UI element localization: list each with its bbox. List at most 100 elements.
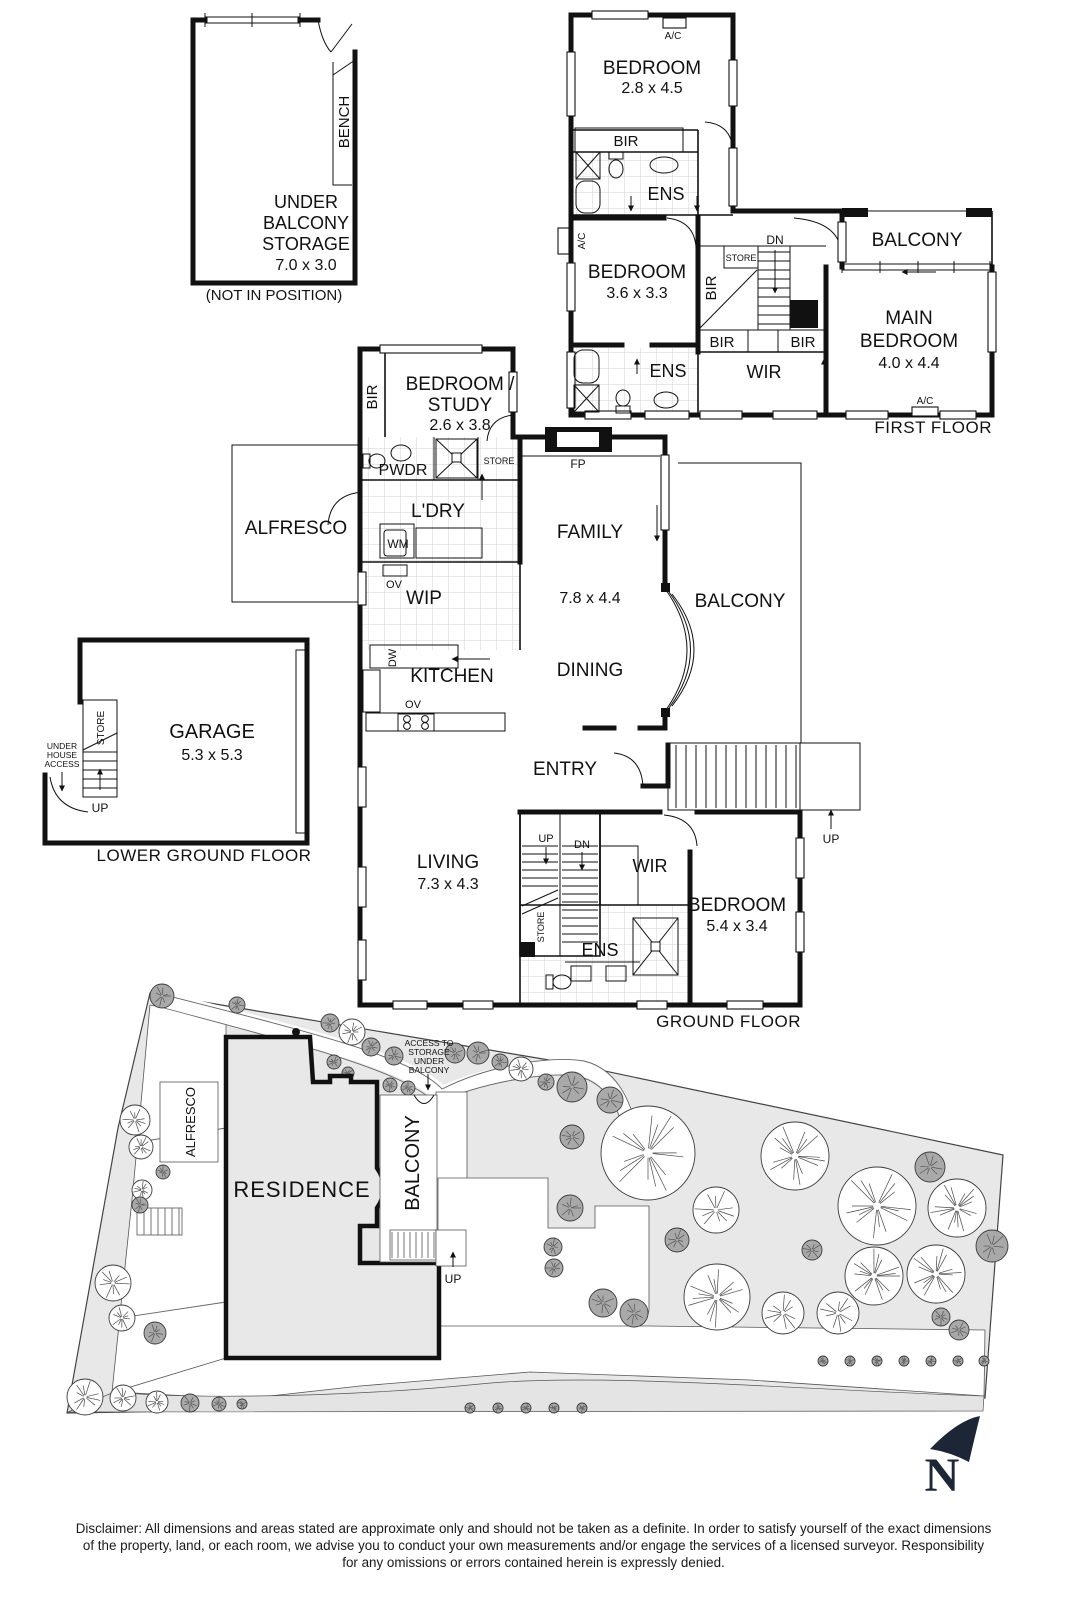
tree-icon	[683, 1263, 751, 1331]
label-main-2: BEDROOM	[860, 331, 958, 352]
gar-uha-1: HOUSE	[47, 750, 78, 760]
gf-store-stairs: STORE	[536, 912, 546, 943]
gf-balcony: BALCONY	[695, 591, 786, 612]
storage-dims: 7.0 x 3.0	[275, 257, 336, 274]
ens-fixtures	[545, 917, 679, 990]
site-access-0: ACCESS TO	[405, 1038, 454, 1048]
study-door-arc	[486, 414, 514, 442]
gf-study-1: BEDROOM /	[406, 374, 515, 395]
shrub-icon	[817, 1355, 829, 1367]
site-access-3: BALCONY	[409, 1065, 450, 1075]
tree-icon	[94, 1264, 132, 1302]
shrub-icon	[978, 1355, 990, 1367]
shrub-icon	[544, 1258, 564, 1278]
gf-entry: ENTRY	[533, 759, 597, 780]
label-main-dims: 4.0 x 4.4	[878, 355, 939, 372]
powder-fixtures	[362, 437, 479, 480]
label-bedroom36-dims: 3.6 x 3.3	[606, 285, 667, 302]
label-bedroom28-dims: 2.8 x 4.5	[621, 80, 682, 97]
site-alfresco: ALFRESCO	[183, 1087, 198, 1157]
ground-floor-plan: FP	[231, 344, 861, 1031]
shrub-icon	[491, 1053, 509, 1071]
gf-ldry: L'DRY	[411, 501, 465, 522]
tree-icon	[837, 1166, 917, 1246]
gf-wip: WIP	[406, 588, 442, 609]
gar-uha-2: ACCESS	[45, 759, 80, 769]
shrub-icon	[559, 1124, 585, 1150]
balcony-railing	[841, 210, 992, 273]
storage-door-icon	[317, 19, 353, 53]
garage-door-icon	[295, 649, 306, 834]
gar-uha-0: UNDER	[47, 741, 77, 751]
ac-unit-icon	[557, 227, 570, 255]
stairs-treads	[758, 251, 790, 325]
storage-bench-shape	[332, 59, 356, 186]
label-main-1: MAIN	[885, 308, 933, 329]
first-floor-title: FIRST FLOOR	[874, 418, 992, 437]
label-bir-right: BIR	[790, 334, 815, 351]
site-balcony: BALCONY	[402, 1115, 424, 1211]
shrub-icon	[548, 1402, 560, 1414]
shrub-icon	[131, 1196, 149, 1214]
gf-dw: DW	[387, 648, 399, 667]
site-steps	[143, 1208, 180, 1235]
gf-porch-up: UP	[823, 832, 840, 846]
gf-living-dims: 7.3 x 4.3	[417, 876, 478, 893]
gf-kitchen: KITCHEN	[410, 666, 493, 687]
disclaimer-line-1: Disclaimer: All dimensions and areas sta…	[75, 1521, 992, 1536]
shrub-icon	[871, 1355, 883, 1367]
site-alfresco-box	[159, 1081, 219, 1163]
gf-dn: DN	[574, 839, 590, 851]
shrub-icon	[596, 1086, 624, 1114]
gf-study-2: STUDY	[428, 395, 493, 416]
gf-ov1: OV	[386, 579, 403, 591]
disclaimer-line-3: for any omissions or errors contained he…	[342, 1555, 725, 1570]
shrub-icon	[382, 1077, 398, 1093]
tree-icon	[109, 1384, 137, 1412]
gar-name: GARAGE	[169, 721, 255, 743]
label-ens-top: ENS	[647, 184, 684, 204]
storage-name-1: UNDER	[274, 192, 338, 212]
label-bir-left: BIR	[709, 334, 734, 351]
shrub-icon	[228, 996, 246, 1014]
shrub-icon	[952, 1355, 964, 1367]
shrub-icon	[619, 1298, 649, 1328]
label-store-ff: STORE	[726, 253, 757, 263]
gar-store: STORE	[96, 711, 107, 746]
alfresco-outline	[231, 444, 363, 603]
gf-up: UP	[538, 833, 553, 845]
site-balcony-steps	[391, 1232, 435, 1258]
lower-ground-title: LOWER GROUND FLOOR	[97, 846, 312, 865]
shrub-icon	[543, 1237, 563, 1257]
label-wir-ff: WIR	[747, 362, 782, 382]
site-plan: ACCESS TO STORAGE UNDER BALCONY ALFRESCO…	[66, 983, 1009, 1416]
gf-alfresco: ALFRESCO	[245, 518, 347, 539]
tree-icon	[338, 1018, 366, 1046]
tree-icon	[108, 1304, 136, 1332]
shrub-icon	[898, 1355, 910, 1367]
driveway-arc	[49, 776, 89, 813]
cooktop-icon	[403, 715, 429, 730]
direction-arrows	[628, 196, 936, 374]
shrub-icon	[444, 1042, 466, 1064]
gar-up: UP	[92, 801, 109, 815]
shrub-icon	[211, 1396, 227, 1412]
site-access-arc	[413, 1094, 435, 1104]
site-access-1: STORAGE	[408, 1047, 450, 1057]
shrub-icon	[384, 1046, 404, 1066]
site-trees	[66, 983, 1009, 1416]
tree-icon	[66, 1378, 104, 1416]
storage-name-2: BALCONY	[263, 213, 349, 233]
gar-dims: 5.3 x 5.3	[181, 747, 242, 764]
tree-icon	[145, 1390, 169, 1414]
tree-icon	[508, 1056, 534, 1082]
label-dn: DN	[766, 233, 783, 247]
tree-icon	[906, 1244, 966, 1304]
gf-study-dims: 2.6 x 3.8	[429, 417, 490, 434]
shrub-icon	[925, 1355, 937, 1367]
gf-bir-rot: BIR	[364, 384, 381, 409]
gf-store-top: STORE	[484, 456, 515, 466]
ens-tiles	[571, 348, 698, 415]
shrub-icon	[466, 1041, 490, 1065]
wir-closet	[600, 845, 639, 905]
